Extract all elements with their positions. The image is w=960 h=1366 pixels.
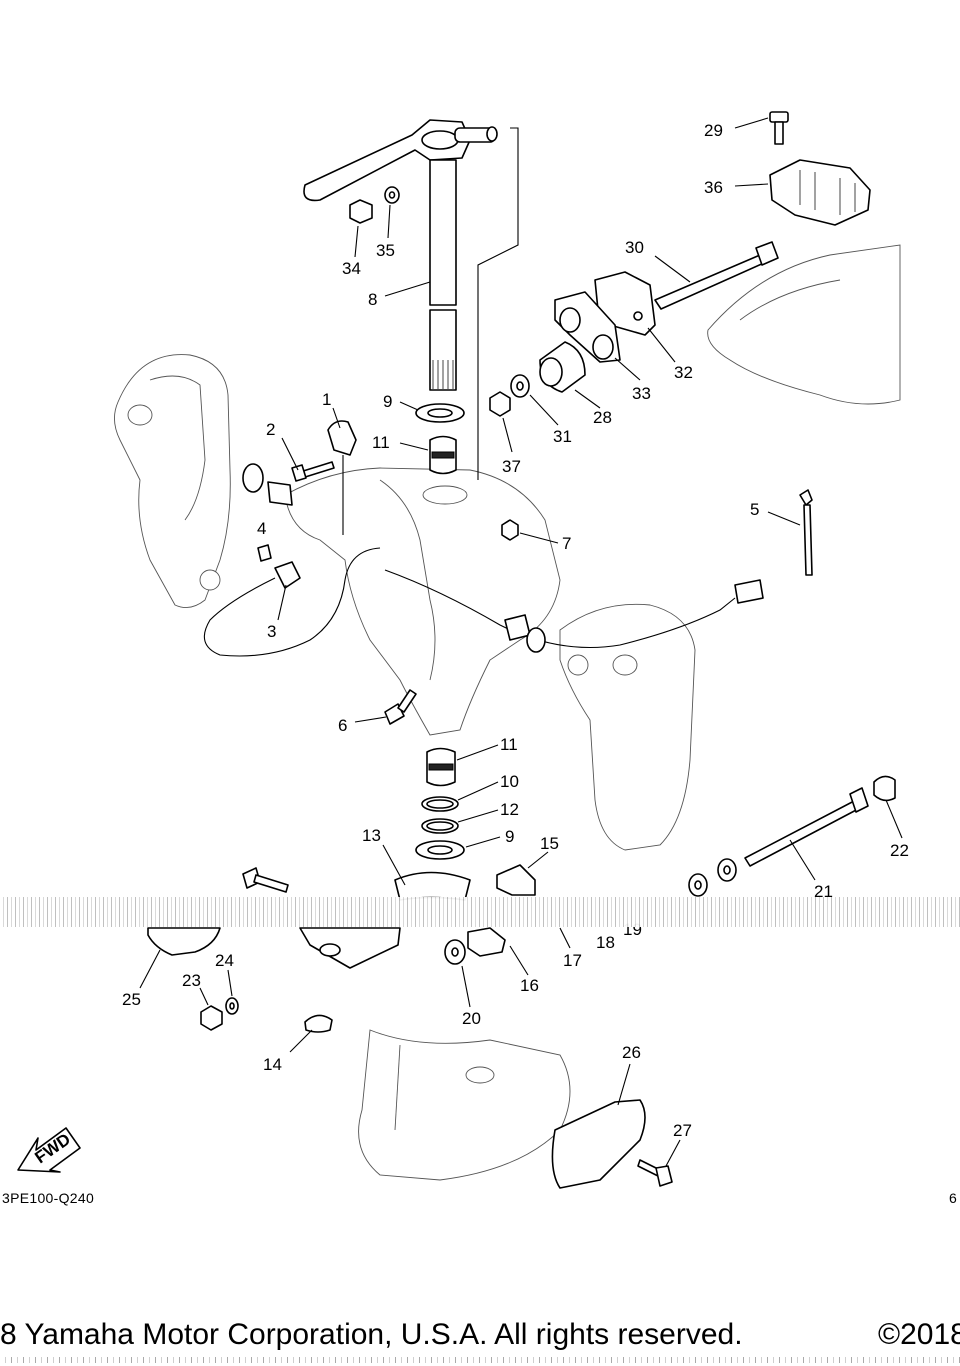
bolt-2 xyxy=(291,461,335,482)
copyright-footer: 8 Yamaha Motor Corporation, U.S.A. All r… xyxy=(0,1318,960,1358)
callout-11b: 11 xyxy=(500,735,518,754)
cap-22 xyxy=(873,775,896,802)
bracket-3 xyxy=(274,561,301,589)
callout-25: 25 xyxy=(122,990,141,1009)
grommet-left xyxy=(242,463,293,506)
lower-casing xyxy=(358,1029,571,1181)
callout-30: 30 xyxy=(625,238,644,257)
washer-21-a xyxy=(717,858,737,882)
callout-9b: 9 xyxy=(505,827,514,846)
plate-33 xyxy=(554,291,621,363)
cable-tie-5 xyxy=(799,489,813,576)
scan-noise-bottom xyxy=(0,1357,960,1363)
bolt-21 xyxy=(744,787,869,867)
washer-20 xyxy=(444,939,466,965)
callout-15: 15 xyxy=(540,834,559,853)
callout-1: 1 xyxy=(322,390,331,409)
callout-11a: 11 xyxy=(372,433,390,452)
bolt-lower-left xyxy=(242,867,289,893)
callout-4: 4 xyxy=(257,519,266,538)
diagram-page-number: 6 xyxy=(949,1190,958,1206)
bolt-29 xyxy=(769,111,789,145)
lower-mount-25 xyxy=(147,927,221,956)
cover-26 xyxy=(551,1099,646,1189)
callouts: 1 2 3 4 5 6 7 8 9 9 10 11 11 12 13 14 15 xyxy=(122,117,909,1167)
callout-33: 33 xyxy=(632,384,651,403)
nut-34 xyxy=(349,199,373,224)
swivel-bracket xyxy=(284,467,561,736)
mount-cover-36 xyxy=(769,159,871,226)
callout-35: 35 xyxy=(376,241,395,260)
ground-lead xyxy=(203,547,381,657)
wire-harness xyxy=(384,569,764,653)
nut-23 xyxy=(200,1005,223,1031)
callout-37: 37 xyxy=(502,457,521,476)
callout-28: 28 xyxy=(593,408,612,427)
bolt-27 xyxy=(637,1159,673,1187)
callout-2: 2 xyxy=(266,420,275,439)
callout-9a: 9 xyxy=(383,392,392,411)
o-ring-10 xyxy=(421,796,459,812)
callout-7: 7 xyxy=(562,534,571,553)
clip-14 xyxy=(304,1014,333,1033)
washer-9-bottom xyxy=(415,840,465,860)
nut-7 xyxy=(501,519,519,541)
fwd-arrow-icon: FWD xyxy=(17,1127,81,1173)
scan-noise-band xyxy=(0,897,960,927)
callout-6: 6 xyxy=(338,716,347,735)
bolt-30 xyxy=(654,241,779,310)
clamp-bracket-right xyxy=(559,603,696,851)
steering-arm xyxy=(303,119,498,202)
callout-18: 18 xyxy=(596,933,615,952)
callout-12: 12 xyxy=(500,800,519,819)
bolt-4 xyxy=(257,544,272,562)
callout-3: 3 xyxy=(267,622,276,641)
callout-23: 23 xyxy=(182,971,201,990)
callout-10: 10 xyxy=(500,772,519,791)
bushing-11-bottom xyxy=(426,747,456,787)
callout-5: 5 xyxy=(750,500,759,519)
bolt-6 xyxy=(384,689,417,725)
washer-31 xyxy=(510,374,530,398)
bushing-11-top xyxy=(429,435,457,475)
lower-mount-bracket-13 xyxy=(394,871,471,901)
callout-29: 29 xyxy=(704,121,723,140)
washer-21-b xyxy=(688,873,708,897)
bottom-cowling xyxy=(707,244,901,405)
washer-12 xyxy=(421,818,459,834)
copyright-text: 8 Yamaha Motor Corporation, U.S.A. All r… xyxy=(0,1318,743,1351)
mount-rubber-28 xyxy=(539,341,586,393)
steering-shaft xyxy=(429,127,519,480)
callout-17: 17 xyxy=(563,951,582,970)
callout-16: 16 xyxy=(520,976,539,995)
copyright-year: ©2018 xyxy=(878,1318,960,1351)
washer-35 xyxy=(384,186,400,204)
callout-32: 32 xyxy=(674,363,693,382)
callout-36: 36 xyxy=(704,178,723,197)
washer-9-top xyxy=(415,403,465,423)
washer-24 xyxy=(225,997,239,1015)
callout-34: 34 xyxy=(342,259,361,278)
callout-8: 8 xyxy=(368,290,377,309)
callout-13: 13 xyxy=(362,826,381,845)
callout-26: 26 xyxy=(622,1043,641,1062)
nut-37 xyxy=(489,391,511,417)
diagram-code: 3PE100-Q240 xyxy=(2,1190,95,1206)
clamp-1 xyxy=(327,420,357,535)
callout-31: 31 xyxy=(553,427,572,446)
bolt-15 xyxy=(496,864,536,896)
lower-mount-housing xyxy=(299,927,401,969)
callout-27: 27 xyxy=(673,1121,692,1140)
callout-21: 21 xyxy=(814,882,833,901)
clamp-bracket-left xyxy=(114,354,231,609)
callout-20: 20 xyxy=(462,1009,481,1028)
callout-14: 14 xyxy=(263,1055,282,1074)
rubber-16 xyxy=(467,927,506,957)
callout-24: 24 xyxy=(215,951,234,970)
callout-22: 22 xyxy=(890,841,909,860)
